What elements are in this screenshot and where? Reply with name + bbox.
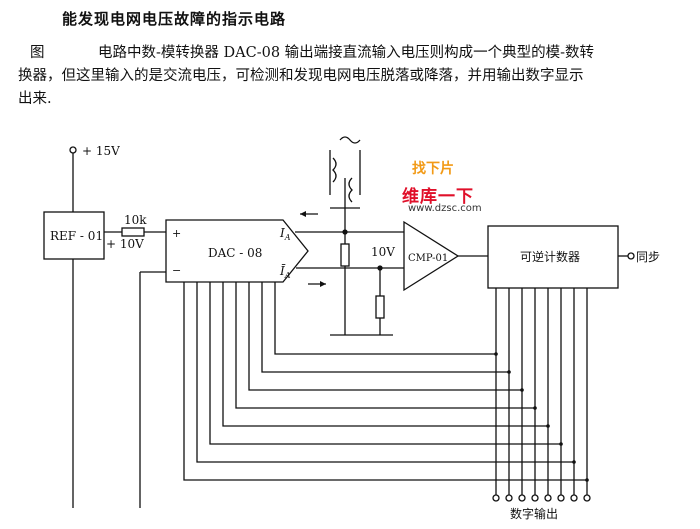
- watermark-brand: 维库一下: [402, 187, 474, 207]
- watermark-logo: 找下片 维库一下 www.dzsc.com: [398, 158, 508, 218]
- paragraph-line-2: 换器，但这里输入的是交流电压，可检测和发现电网电压脱落或降落，并用输出数字显示: [18, 68, 584, 84]
- digital-output-label: 数字输出: [510, 506, 558, 521]
- transformer-coil-primary: [332, 157, 337, 183]
- digital-output-bus: [492, 288, 591, 502]
- feedback-lines: [183, 282, 587, 481]
- watermark-top-text: 找下片: [412, 161, 454, 177]
- paragraph-line-3: 出来.: [18, 91, 52, 107]
- paragraph-line-1: 电路中数-模转换器 DAC-08 输出端接直流输入电压则构成一个典型的模-数转: [98, 45, 595, 61]
- sync-label: 同步: [636, 250, 660, 264]
- counter-label: 可逆计数器: [520, 249, 580, 264]
- arrowhead-left: [300, 211, 306, 217]
- resistor-vertical-1: [340, 243, 350, 267]
- ref-label: REF - 01: [50, 229, 103, 243]
- dac-minus: −: [172, 264, 181, 277]
- v10-label: 10V: [371, 245, 395, 259]
- counter-box: [487, 225, 619, 289]
- dac-label: DAC - 08: [208, 246, 262, 260]
- figure-label: 图: [30, 45, 45, 61]
- resistor-10k: [121, 227, 145, 237]
- feedback-junctions: [494, 352, 589, 482]
- resistor-vertical-2: [375, 295, 385, 319]
- watermark-url: www.dzsc.com: [408, 203, 482, 214]
- ref-out-label: + 10V: [106, 237, 144, 251]
- transformer-coil-secondary: [348, 177, 353, 203]
- supply-label: + 15V: [82, 144, 120, 158]
- cmp-label: CMP-01: [408, 253, 448, 264]
- arrowhead-right: [320, 281, 326, 287]
- description-paragraph: 图 电路中数-模转换器 DAC-08 输出端接直流输入电压则构成一个典型的模-数转…: [18, 42, 688, 111]
- supply-terminal: [69, 146, 77, 154]
- sync-terminal: [627, 252, 635, 260]
- ac-symbol: [339, 136, 361, 144]
- cmp-block: [403, 220, 460, 292]
- resistor-label: 10k: [124, 213, 147, 227]
- ref-box: [43, 211, 105, 260]
- iabar-label: ĪA: [279, 263, 291, 280]
- dac-plus: +: [172, 227, 181, 240]
- ia-label: IA: [279, 226, 291, 242]
- page-title: 能发现电网电压故障的指示电路: [62, 10, 287, 28]
